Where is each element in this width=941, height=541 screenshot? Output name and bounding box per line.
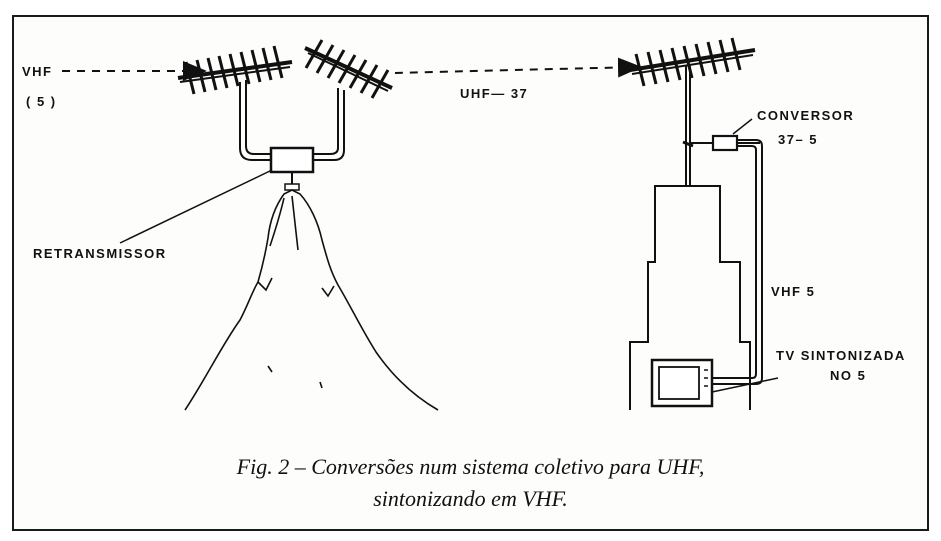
vhf-downlead-label: VHF 5: [771, 284, 816, 299]
figure-frame: [12, 15, 929, 531]
tv-tuned-label: TV SINTONIZADA: [776, 348, 906, 363]
uhf-link-arrow: [394, 57, 642, 78]
conversor-channels-label: 37– 5: [778, 132, 819, 147]
figure-caption-line-2: sintonizando em VHF.: [373, 486, 568, 511]
receiving-antenna-icon: [629, 37, 756, 87]
retransmitter-box: [269, 146, 315, 191]
mountain-illustration: [184, 189, 439, 411]
figure-caption-line-1: Fig. 2 – Conversões num sistema coletivo…: [236, 454, 705, 479]
vhf-input-label: VHF: [22, 64, 53, 79]
retransmissor-pointer: [119, 169, 273, 244]
vhf-downlead-cable: [712, 139, 763, 385]
uhf-link-label: UHF— 37: [460, 86, 529, 101]
tv-set-icon: [650, 358, 779, 408]
uhf-antenna-icon: [304, 39, 393, 99]
conversor-label: CONVERSOR: [757, 108, 855, 123]
converter-box: [690, 118, 760, 152]
retransmissor-label: RETRANSMISSOR: [33, 246, 167, 261]
building-illustration: [629, 185, 751, 410]
vhf-antenna-icon: [177, 45, 293, 95]
antenna-feed-pipes: [239, 80, 345, 161]
tv-channel-label: NO 5: [830, 368, 867, 383]
antenna-mast: [682, 66, 694, 186]
vhf-channel-label: ( 5 ): [26, 94, 57, 109]
